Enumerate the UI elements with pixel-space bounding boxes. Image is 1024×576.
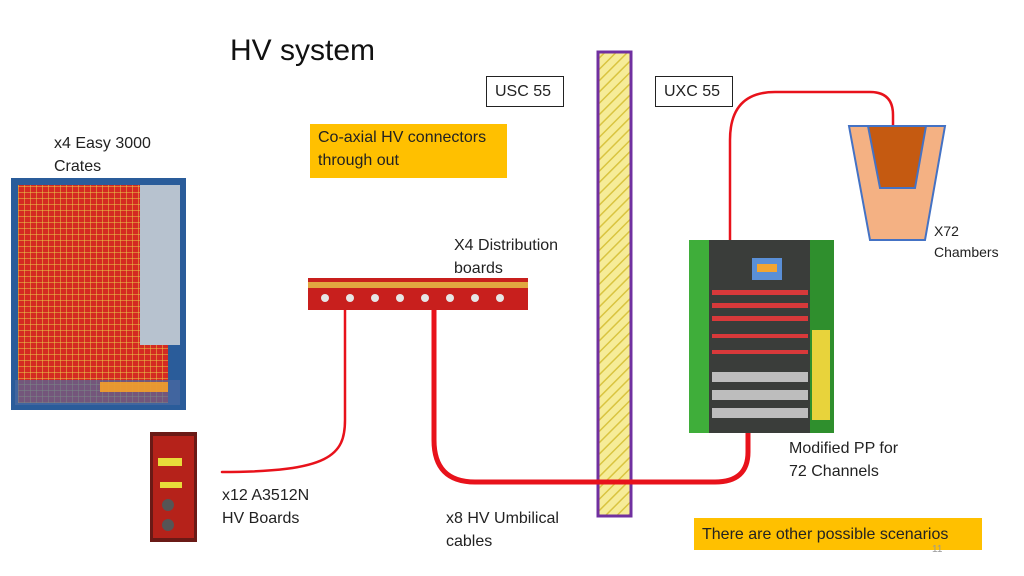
uxc55-box: UXC 55 (655, 76, 733, 107)
umbilical-label: x8 HV Umbilical cables (446, 510, 559, 550)
patch-panel-photo (689, 240, 834, 433)
chambers-label: X72 Chambers (934, 223, 999, 260)
cavern-wall (596, 50, 633, 518)
crates-label: x4 Easy 3000 Crates (54, 135, 151, 175)
distribution-label: X4 Distribution boards (454, 237, 559, 277)
connectors-note: Co-axial HV connectors through out (310, 124, 507, 178)
page-number: 11 (932, 544, 943, 555)
hv-boards-label: x12 A3512N HV Boards (222, 487, 310, 527)
hv-board-photo (150, 432, 197, 542)
chamber-icon (847, 125, 947, 241)
patch-panel-label: Modified PP for 72 Channels (789, 440, 899, 480)
slide-title: HV system (230, 34, 376, 67)
hv-cables (220, 90, 895, 485)
pp-to-chambers-cable (728, 90, 895, 242)
crates-photo (11, 178, 186, 410)
board-to-distribution-cable (220, 306, 347, 474)
distribution-boards-photo (308, 278, 528, 310)
usc55-box: USC 55 (486, 76, 564, 107)
scenarios-note: There are other possible scenarios (694, 518, 982, 550)
umbilical-cable (431, 305, 751, 485)
